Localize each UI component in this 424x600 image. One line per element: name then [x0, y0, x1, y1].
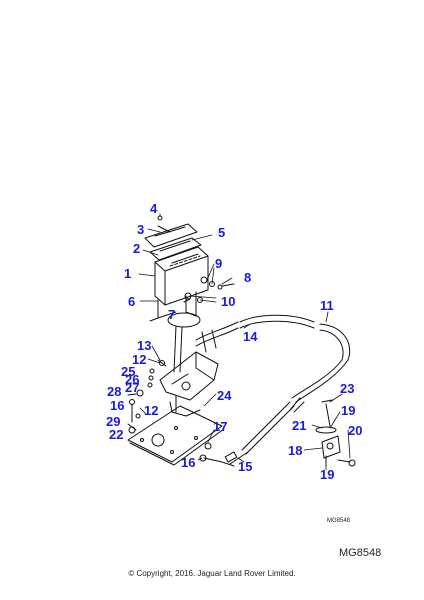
callout-14[interactable]: 14: [243, 329, 258, 344]
callout-25[interactable]: 25: [121, 364, 136, 379]
callout-1[interactable]: 1: [124, 266, 132, 281]
callout-5[interactable]: 5: [218, 225, 226, 240]
base-plate: [127, 405, 225, 466]
callout-29[interactable]: 29: [106, 414, 121, 429]
callout-12-lower[interactable]: 12: [144, 403, 159, 418]
callout-28[interactable]: 28: [107, 384, 122, 399]
callout-3[interactable]: 3: [137, 222, 145, 237]
callout-15[interactable]: 15: [238, 459, 253, 474]
callout-13[interactable]: 13: [137, 338, 152, 353]
leader-lines: [138, 213, 351, 471]
callout-27[interactable]: 27: [125, 380, 140, 395]
callout-8[interactable]: 8: [244, 270, 252, 285]
callout-11[interactable]: 11: [320, 298, 334, 313]
selector-cable: [195, 314, 351, 467]
callout-21[interactable]: 21: [292, 418, 307, 433]
selector-housing: [154, 246, 209, 306]
callout-10[interactable]: 10: [221, 294, 236, 309]
callout-4[interactable]: 4: [150, 201, 158, 216]
callout-7[interactable]: 7: [168, 307, 176, 322]
callout-23[interactable]: 23: [340, 381, 355, 396]
figure-ref-large: MG8548: [339, 547, 382, 559]
callout-16[interactable]: 16: [110, 398, 125, 413]
callout-20[interactable]: 20: [348, 423, 363, 438]
copyright-notice: © Copyright, 2016. Jaguar Land Rover Lim…: [128, 569, 296, 578]
callout-12[interactable]: 12: [132, 352, 147, 367]
callout-16-lower[interactable]: 16: [181, 455, 196, 470]
callout-18[interactable]: 18: [288, 443, 303, 458]
callout-6[interactable]: 6: [128, 294, 136, 309]
trim-plate: [144, 215, 198, 248]
callout-26[interactable]: 26: [125, 372, 140, 387]
lever-end-assembly: [315, 399, 356, 467]
callout-19[interactable]: 19: [341, 403, 356, 418]
callout-19-lower[interactable]: 19: [320, 467, 335, 482]
figure-ref-small: MG8548: [327, 518, 351, 524]
callout-24[interactable]: 24: [217, 388, 232, 403]
selector-mechanism: [159, 351, 219, 417]
gasket-plate: [149, 237, 202, 261]
callout-22[interactable]: 22: [109, 427, 124, 442]
callout-2[interactable]: 2: [133, 241, 141, 256]
cable-clip: [199, 442, 223, 463]
callout-9[interactable]: 9: [215, 256, 223, 271]
callout-17[interactable]: 17: [213, 419, 228, 434]
